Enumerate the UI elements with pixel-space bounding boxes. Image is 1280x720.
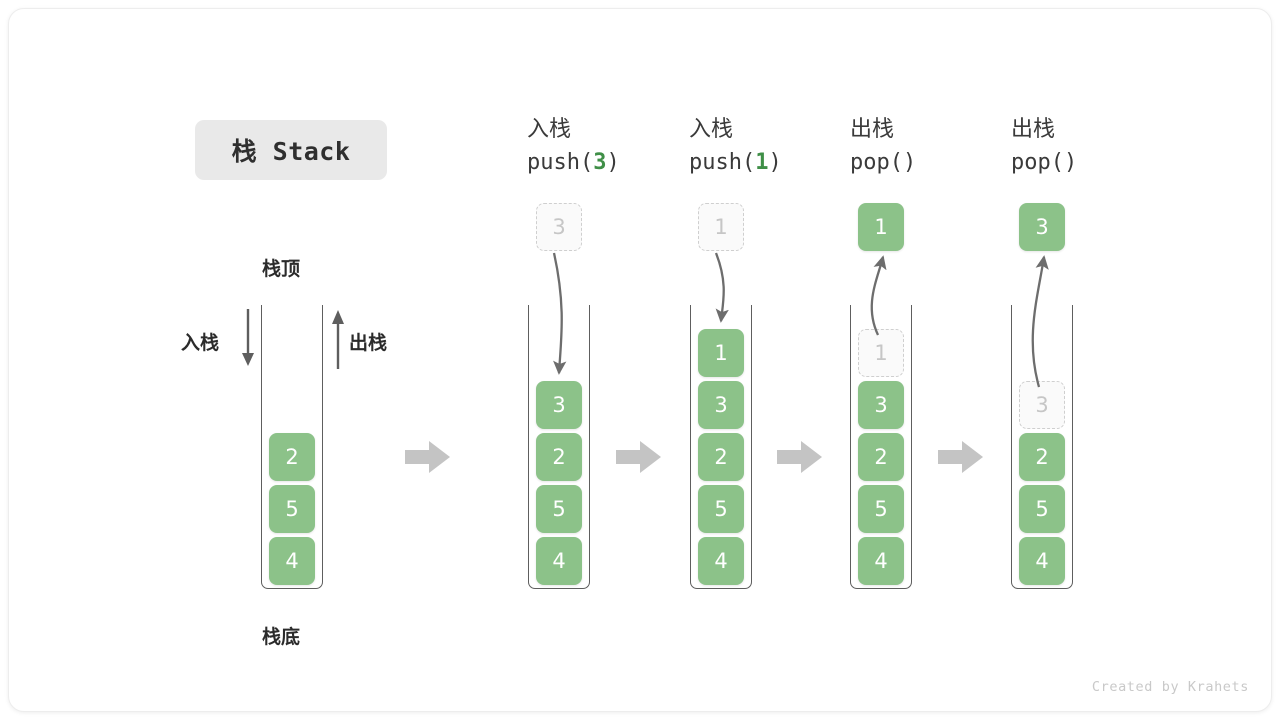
stack-cell: 4 (698, 537, 744, 585)
code-prefix: push( (689, 150, 756, 175)
stack-cell: 2 (1019, 433, 1065, 481)
stack-container-pop-1 (850, 305, 912, 589)
right-arrow-icon-1 (405, 441, 450, 473)
step-operation-code: push(3) (527, 146, 677, 180)
code-prefix: push( (527, 150, 594, 175)
stack-cell: 5 (858, 485, 904, 533)
stack-cell: 4 (1019, 537, 1065, 585)
pop-direction-arrow-icon (332, 310, 344, 369)
stack-cell: 2 (858, 433, 904, 481)
step-header-push-3: 入栈 push(3) (527, 114, 677, 180)
stack-cell-ghost: 3 (1019, 381, 1065, 429)
code-suffix: ) (768, 150, 782, 175)
stack-container-push-1 (690, 305, 752, 589)
stack-cell: 1 (698, 329, 744, 377)
step-header-pop-3: 出栈 pop() (1011, 114, 1161, 180)
code-suffix: ) (1063, 150, 1078, 175)
stack-cell: 4 (858, 537, 904, 585)
page-title: 栈 Stack (231, 137, 351, 166)
stack-cell: 5 (698, 485, 744, 533)
stack-cell: 3 (536, 381, 582, 429)
right-arrow-icon-2 (616, 441, 661, 473)
stack-cell: 2 (698, 433, 744, 481)
code-argument: 1 (755, 150, 769, 175)
stack-cell: 2 (269, 433, 315, 481)
code-prefix: pop( (1011, 150, 1064, 175)
stack-container-push-3 (528, 305, 590, 589)
stack-top-label: 栈顶 (262, 258, 301, 280)
floating-value-pop-3: 3 (1019, 203, 1065, 251)
step-header-push-1: 入栈 push(1) (689, 114, 839, 180)
stack-bottom-label: 栈底 (262, 626, 301, 648)
credit-text: Created by Krahets (1091, 679, 1249, 695)
right-arrow-icon-4 (938, 441, 983, 473)
stack-container-initial (261, 305, 323, 589)
stack-cell: 5 (269, 485, 315, 533)
step-operation-label: 出栈 (850, 117, 895, 142)
code-argument: 3 (593, 150, 607, 175)
stack-container-pop-3 (1011, 305, 1073, 589)
step-operation-label: 入栈 (527, 117, 572, 142)
floating-value-push-1: 1 (698, 203, 744, 251)
code-prefix: pop( (850, 150, 903, 175)
right-arrow-icon-3 (777, 441, 822, 473)
push-direction-arrow-icon (242, 309, 254, 366)
stack-cell: 4 (269, 537, 315, 585)
push-direction-label: 入栈 (181, 332, 220, 354)
stack-cell: 5 (1019, 485, 1065, 533)
floating-value-pop-1: 1 (858, 203, 904, 251)
step-header-pop-1: 出栈 pop() (850, 114, 1000, 180)
stack-cell-ghost: 1 (858, 329, 904, 377)
stack-cell: 4 (536, 537, 582, 585)
floating-value-push-3: 3 (536, 203, 582, 251)
step-operation-label: 出栈 (1011, 117, 1056, 142)
step-operation-label: 入栈 (689, 117, 734, 142)
step-operation-code: pop() (1011, 146, 1161, 180)
step-operation-code: push(1) (689, 146, 839, 180)
stack-cell: 3 (858, 381, 904, 429)
step-operation-code: pop() (850, 146, 1000, 180)
stack-cell: 3 (698, 381, 744, 429)
pop-direction-label: 出栈 (349, 332, 388, 354)
diagram-title-pill: 栈 Stack (195, 120, 387, 180)
code-suffix: ) (606, 150, 620, 175)
stack-cell: 2 (536, 433, 582, 481)
stack-cell: 5 (536, 485, 582, 533)
code-suffix: ) (902, 150, 917, 175)
